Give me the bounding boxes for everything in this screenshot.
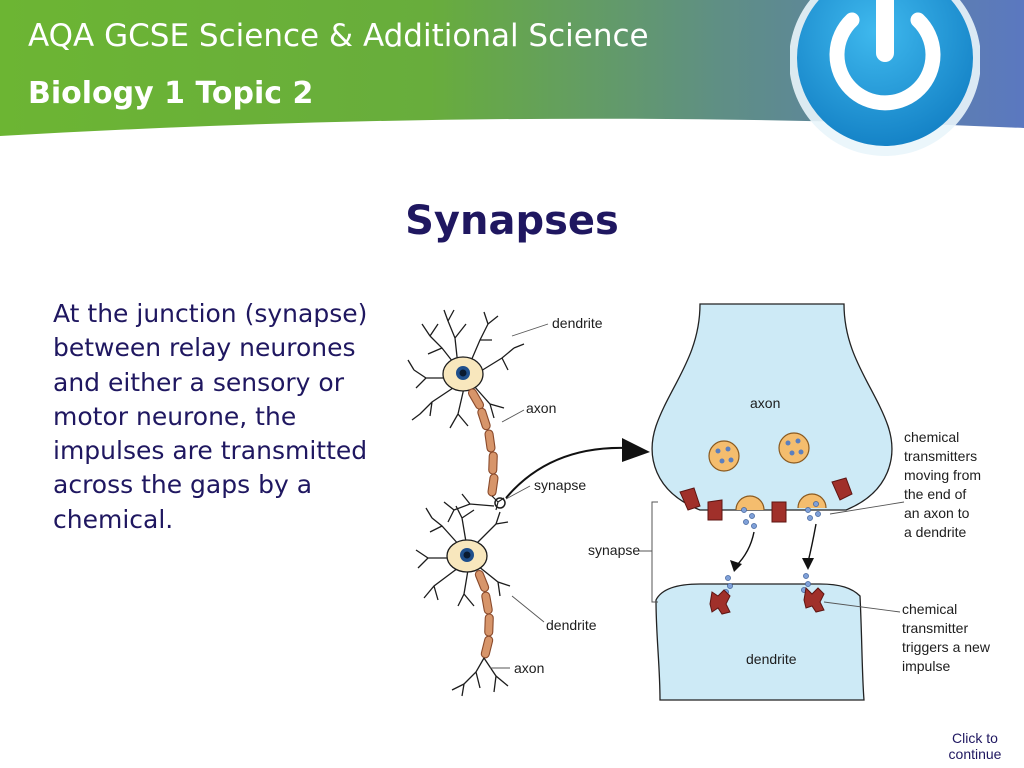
label-axon-terminal: axon xyxy=(750,395,780,411)
label-axon-top: axon xyxy=(526,400,556,416)
label-dendrite-bottom: dendrite xyxy=(546,617,597,633)
note-transmitters: chemical transmitters moving from the en… xyxy=(904,429,981,540)
svg-text:triggers a new: triggers a new xyxy=(902,639,991,655)
continue-button[interactable]: Click to continue xyxy=(930,730,1020,762)
power-icon xyxy=(790,0,980,156)
synapse-marker xyxy=(494,497,506,509)
continue-label-line1: Click to xyxy=(952,730,998,746)
note-trigger: chemical transmitter triggers a new impu… xyxy=(902,601,991,674)
receptors xyxy=(709,586,825,615)
membrane-proteins-top xyxy=(679,477,853,523)
svg-text:chemical: chemical xyxy=(904,429,959,445)
page-title: Synapses xyxy=(405,198,619,244)
axon-bottom xyxy=(474,569,494,659)
svg-text:transmitters: transmitters xyxy=(904,448,977,464)
neurone-bottom xyxy=(415,493,511,607)
axon-top xyxy=(467,388,499,497)
vesicles xyxy=(708,432,810,472)
label-synapse-small: synapse xyxy=(534,477,586,493)
axon-terminal-branches xyxy=(451,657,509,697)
svg-text:transmitter: transmitter xyxy=(902,620,968,636)
svg-text:the end of: the end of xyxy=(904,486,966,502)
svg-text:an axon to: an axon to xyxy=(904,505,970,521)
label-dendrite-top: dendrite xyxy=(552,315,603,331)
svg-text:impulse: impulse xyxy=(902,658,950,674)
header-banner: AQA GCSE Science & Additional Science Bi… xyxy=(0,0,1024,140)
svg-text:moving from: moving from xyxy=(904,467,981,483)
body-text: At the junction (synapse) between relay … xyxy=(53,299,368,534)
topic-title: Biology 1 Topic 2 xyxy=(28,76,314,111)
label-dendrite-receiving: dendrite xyxy=(746,651,797,667)
label-synapse-gap: synapse xyxy=(588,542,640,558)
svg-text:a dendrite: a dendrite xyxy=(904,524,966,540)
label-axon-bottom: axon xyxy=(514,660,544,676)
course-title: AQA GCSE Science & Additional Science xyxy=(28,18,649,54)
synapse-diagram: dendrite axon synapse dendrite axon axon… xyxy=(407,303,991,701)
neurone-top xyxy=(407,309,525,429)
magnify-arrow xyxy=(505,446,627,499)
svg-text:chemical: chemical xyxy=(902,601,957,617)
dendrite-receiving xyxy=(655,583,865,701)
header-background xyxy=(0,0,1024,136)
continue-label-line2: continue xyxy=(948,746,1002,762)
